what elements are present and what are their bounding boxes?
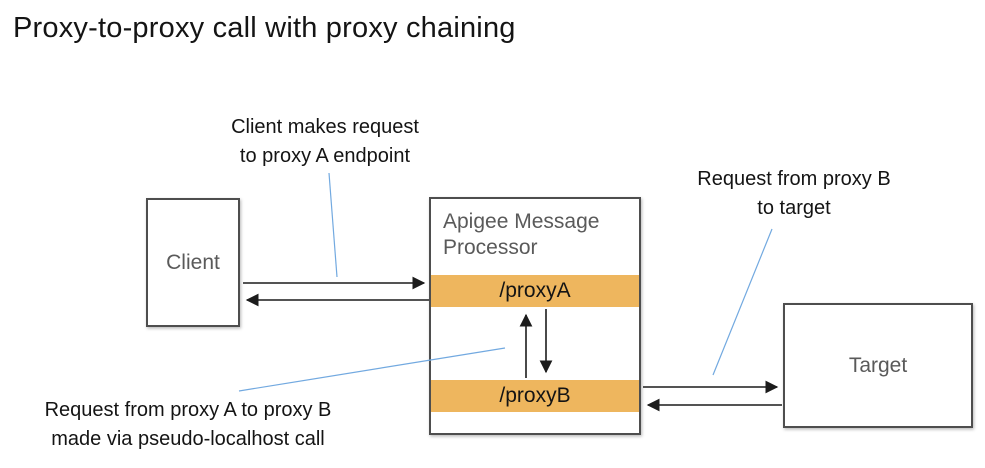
message-processor-title-line1: Apigee Message	[443, 210, 600, 233]
message-processor-title-line2: Processor	[443, 236, 538, 259]
annotation-client-request-line2: to proxy A endpoint	[239, 145, 411, 167]
annotation-client-request-line1: Client makes request	[231, 116, 419, 138]
target-box: Target	[783, 303, 973, 428]
message-processor-title: Apigee Message Processor	[443, 209, 599, 261]
proxyb-label: /proxyB	[499, 384, 571, 407]
annotation-proxya-to-proxyb-line2: made via pseudo-localhost call	[51, 428, 325, 450]
annotation-proxyb-to-target: Request from proxy B to target	[664, 165, 924, 223]
proxya-bar: /proxyA	[431, 275, 639, 307]
annotation-proxyb-to-target-line2: to target	[757, 197, 831, 219]
annotation-proxyb-to-target-line1: Request from proxy B	[697, 168, 891, 190]
annotation-proxya-to-proxyb-line1: Request from proxy A to proxy B	[44, 399, 332, 421]
target-label: Target	[848, 353, 908, 377]
annotation-proxya-to-proxyb: Request from proxy A to proxy B made via…	[18, 396, 358, 454]
client-label: Client	[166, 250, 220, 274]
proxya-label: /proxyA	[499, 279, 571, 302]
page-title: Proxy-to-proxy call with proxy chaining	[13, 12, 516, 44]
annotation-client-request: Client makes request to proxy A endpoint	[195, 113, 455, 171]
leader-line-client-request	[328, 172, 338, 278]
proxyb-bar: /proxyB	[431, 380, 639, 412]
message-processor-box: Apigee Message Processor /proxyA /proxyB	[429, 197, 641, 435]
leader-line-proxyb-to-target	[712, 228, 773, 376]
client-box: Client	[146, 198, 240, 327]
